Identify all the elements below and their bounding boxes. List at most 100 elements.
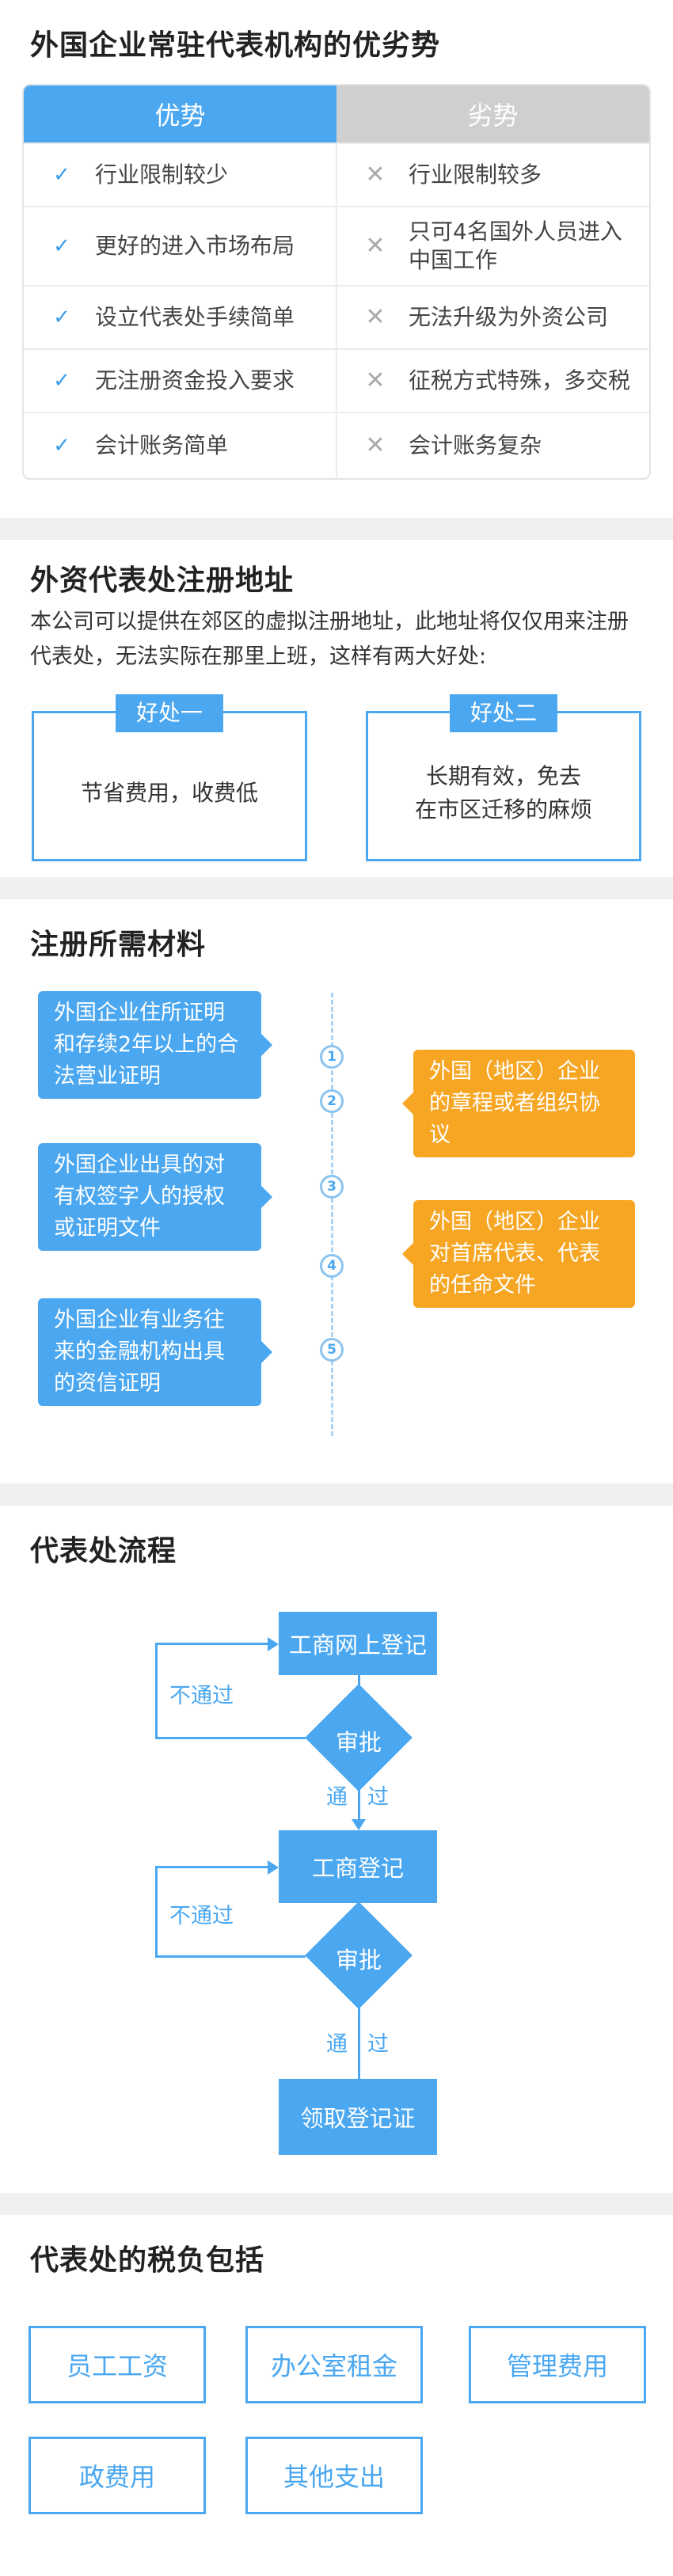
flow-fail-label: 不通过 xyxy=(169,1904,234,1928)
benefit-tag: 好处一 xyxy=(115,694,224,732)
flow-fail-label: 不通过 xyxy=(169,1684,234,1708)
pros-cons-section: 外国企业常驻代表机构的优劣势 优势 劣势 ✓ 行业限制较少 ✕ 行业限制较多 ✓ 更好… xyxy=(0,0,673,518)
flow-pass-label: 过 xyxy=(367,1785,389,1810)
benefit-text-line: 长期有效，免去 xyxy=(425,763,581,789)
benefits-row: 好处一 节省费用，收费低 好处二 长期有效，免去在市区迁移的麻烦 xyxy=(0,694,673,861)
advantage-text: 无注册资金投入要求 xyxy=(95,367,295,393)
advantage-text: 会计账务简单 xyxy=(95,432,229,458)
material-item: 外国（地区）企业的章程或者组织协议 xyxy=(402,1050,635,1157)
advantage-text: 行业限制较少 xyxy=(95,161,229,188)
tax-item: 办公室租金 xyxy=(245,2326,423,2403)
benefit-tag: 好处二 xyxy=(449,694,558,732)
address-section: 外资代表处注册地址 本公司可以提供在郊区的虚拟注册地址，此地址将仅仅用来注册代表… xyxy=(0,540,673,877)
cross-icon: ✕ xyxy=(365,303,386,331)
check-icon: ✓ xyxy=(53,306,70,329)
process-title: 代表处流程 xyxy=(30,1535,177,1567)
table-row: ✓ 行业限制较少 ✕ 行业限制较多 xyxy=(24,142,649,206)
flow-connector xyxy=(155,1866,158,1958)
check-icon: ✓ xyxy=(53,163,70,187)
address-title: 外资代表处注册地址 xyxy=(30,564,295,597)
cross-icon: ✕ xyxy=(365,161,386,188)
process-section: 代表处流程 工商网上登记 审批 不通过 通 过 工商登记 审批 xyxy=(0,1506,673,2193)
tax-item: 员工工资 xyxy=(29,2326,206,2403)
disadvantage-cell: ✕ 无法升级为外资公司 xyxy=(336,287,649,348)
material-item: 外国企业出具的对有权签字人的授权或证明文件 xyxy=(38,1143,272,1251)
tax-items: 员工工资 办公室租金 管理费用 政费用 其他支出 xyxy=(0,2278,673,2555)
flow-pass-label: 通 xyxy=(326,1785,348,1810)
flow-connector xyxy=(155,1643,158,1739)
table-row: ✓ 会计账务简单 ✕ 会计账务复杂 xyxy=(24,412,649,478)
tax-item: 政费用 xyxy=(29,2437,206,2514)
table-row: ✓ 设立代表处手续简单 ✕ 无法升级为外资公司 xyxy=(24,285,649,348)
flow-step: 工商登记 xyxy=(279,1830,437,1903)
materials-title: 注册所需材料 xyxy=(30,929,207,961)
timeline-line xyxy=(331,993,333,1436)
flow-decision-label: 审批 xyxy=(335,1729,382,1756)
section-divider xyxy=(0,877,673,899)
flow-step: 领取登记证 xyxy=(279,2079,437,2155)
material-item: 外国企业住所证明和存续2年以上的合法营业证明 xyxy=(38,991,272,1099)
advantage-cell: ✓ 行业限制较少 xyxy=(24,144,336,206)
flow-connector xyxy=(358,1990,360,2079)
timeline-dot: 4 xyxy=(320,1254,344,1278)
tax-title: 代表处的税负包括 xyxy=(30,2244,265,2277)
advantage-header: 优势 xyxy=(24,85,336,142)
advantage-text: 更好的进入市场布局 xyxy=(95,233,295,259)
flow-decision-label: 审批 xyxy=(335,1947,382,1974)
disadvantage-cell: ✕ 只可4名国外人员进入中国工作 xyxy=(336,207,649,285)
flow-connector xyxy=(155,1643,268,1645)
cross-icon: ✕ xyxy=(365,431,386,459)
section-divider xyxy=(0,2193,673,2215)
tax-item: 其他支出 xyxy=(245,2437,423,2514)
timeline-dot: 1 xyxy=(320,1045,344,1069)
check-icon: ✓ xyxy=(53,369,70,393)
disadvantage-text: 征税方式特殊，多交税 xyxy=(409,367,631,393)
section-divider xyxy=(0,1484,673,1506)
process-flowchart: 工商网上登记 审批 不通过 通 过 工商登记 审批 不通过 xyxy=(0,1569,673,2212)
disadvantage-cell: ✕ 征税方式特殊，多交税 xyxy=(336,350,649,412)
arrow-down-icon xyxy=(352,1819,366,1830)
flow-connector xyxy=(155,1955,306,1958)
benefit-card: 好处一 节省费用，收费低 xyxy=(32,694,307,861)
disadvantage-cell: ✕ 会计账务复杂 xyxy=(336,413,649,478)
benefit-text-line: 在市区迁移的麻烦 xyxy=(414,796,592,823)
materials-section: 注册所需材料 外国企业住所证明和存续2年以上的合法营业证明 1 外国（地区）企业… xyxy=(0,899,673,1484)
tax-section: 代表处的税负包括 员工工资 办公室租金 管理费用 政费用 其他支出 xyxy=(0,2215,673,2576)
disadvantage-header: 劣势 xyxy=(336,85,649,142)
flow-connector xyxy=(155,1866,268,1868)
check-icon: ✓ xyxy=(53,234,70,258)
table-header: 优势 劣势 xyxy=(24,85,649,142)
pros-cons-title: 外国企业常驻代表机构的优劣势 xyxy=(30,29,441,62)
check-icon: ✓ xyxy=(53,434,70,458)
materials-timeline: 外国企业住所证明和存续2年以上的合法营业证明 1 外国（地区）企业的章程或者组织… xyxy=(0,975,673,1482)
flow-pass-label: 过 xyxy=(367,2032,389,2057)
flow-step: 工商网上登记 xyxy=(279,1612,437,1675)
table-row: ✓ 更好的进入市场布局 ✕ 只可4名国外人员进入中国工作 xyxy=(24,206,649,285)
material-item: 外国（地区）企业对首席代表、代表的任命文件 xyxy=(402,1200,635,1308)
flow-connector xyxy=(155,1737,306,1739)
cross-icon: ✕ xyxy=(365,232,386,260)
disadvantage-text: 只可4名国外人员进入中国工作 xyxy=(409,218,622,273)
flow-connector xyxy=(358,1772,360,1821)
advantage-cell: ✓ 无注册资金投入要求 xyxy=(24,350,336,412)
tax-item: 管理费用 xyxy=(469,2326,646,2403)
pros-cons-table: 优势 劣势 ✓ 行业限制较少 ✕ 行业限制较多 ✓ 更好的进入市场布局 ✕ 只可4名国外… xyxy=(22,84,651,480)
disadvantage-text: 无法升级为外资公司 xyxy=(409,304,609,330)
arrow-right-icon xyxy=(268,1637,279,1651)
timeline-dot: 5 xyxy=(320,1338,344,1362)
material-item: 外国企业有业务往来的金融机构出具的资信证明 xyxy=(38,1298,272,1406)
timeline-dot: 2 xyxy=(320,1089,344,1113)
advantage-cell: ✓ 会计账务简单 xyxy=(24,413,336,478)
benefit-card: 好处二 长期有效，免去在市区迁移的麻烦 xyxy=(366,694,641,861)
benefit-text: 节省费用，收费低 xyxy=(80,780,258,806)
benefit-text: 长期有效，免去在市区迁移的麻烦 xyxy=(415,760,592,826)
cross-icon: ✕ xyxy=(365,367,386,394)
address-description: 本公司可以提供在郊区的虚拟注册地址，此地址将仅仅用来注册代表处，无法实际在那里上… xyxy=(30,610,629,669)
advantage-cell: ✓ 设立代表处手续简单 xyxy=(24,287,336,348)
timeline-dot: 3 xyxy=(320,1175,344,1199)
disadvantage-text: 会计账务复杂 xyxy=(409,432,542,458)
advantage-text: 设立代表处手续简单 xyxy=(95,304,295,330)
section-divider xyxy=(0,518,673,540)
table-row: ✓ 无注册资金投入要求 ✕ 征税方式特殊，多交税 xyxy=(24,348,649,412)
disadvantage-text: 行业限制较多 xyxy=(409,161,542,188)
